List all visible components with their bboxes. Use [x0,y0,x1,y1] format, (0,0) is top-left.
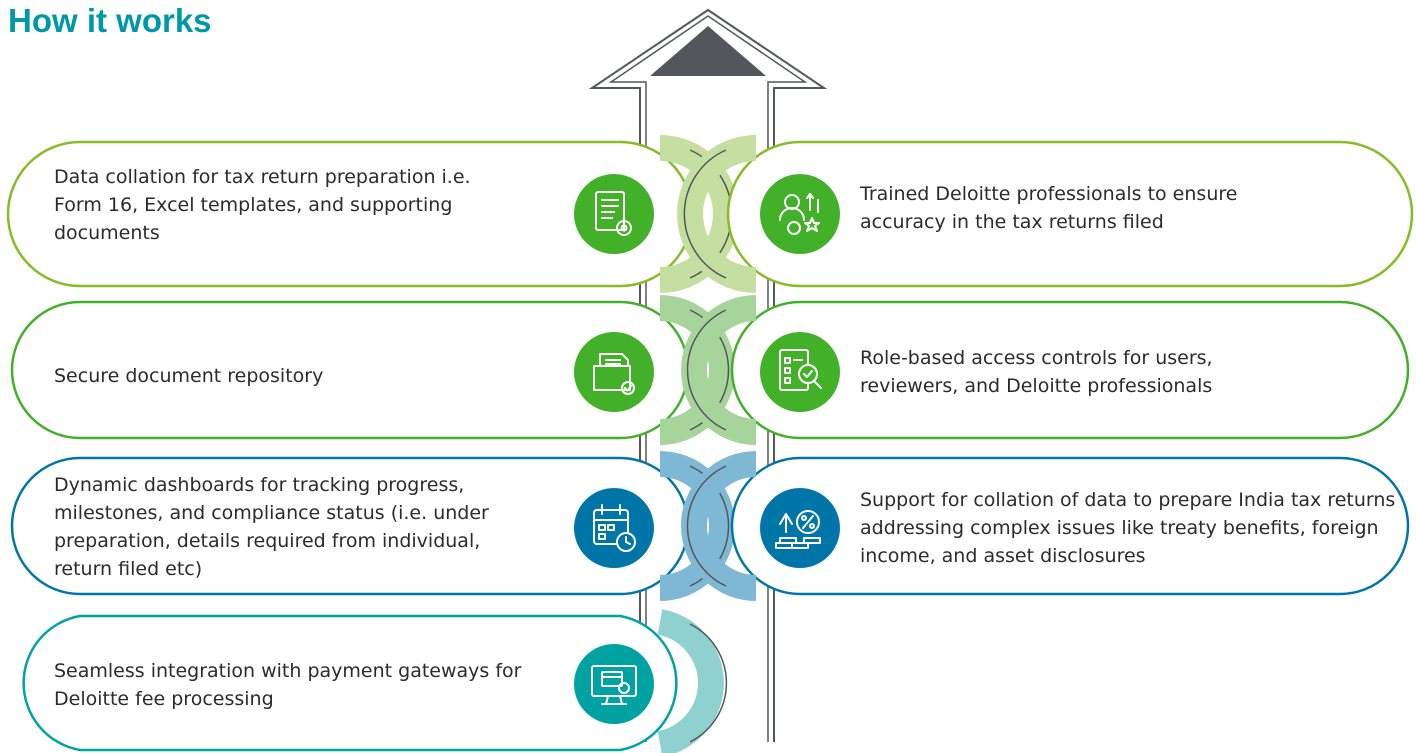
arrow-outline [588,8,828,742]
left-item-2-text: Secure document repository [54,365,324,387]
right-item-1-text: Trained Deloitte professionals to ensure… [860,183,1238,233]
document-search-icon [779,349,822,391]
up-arrow [588,8,828,742]
arrow-outline-inner [608,15,808,742]
left-item-3-text: Dynamic dashboards for tracking progress… [54,474,489,580]
calendar-clock-icon [593,504,636,552]
right-pill-2 [681,295,1410,445]
monitor-payment-icon [591,665,637,705]
left-item-4-text: Seamless integration with payment gatewa… [54,660,522,710]
left-item-1-text: Data collation for tax return preparatio… [54,166,471,244]
arrow-head [650,26,766,76]
percent-coins-icon [775,510,821,549]
professional-gear-star-icon [779,193,820,235]
right-item-2-text: Role-based access controls for users, re… [860,347,1213,397]
right-pill-1 [677,135,1414,293]
left-pill-4 [22,609,728,753]
right-item-3-text: Support for collation of data to prepare… [860,489,1396,567]
page-title: How it works [8,2,212,39]
secure-folder-icon [593,353,635,395]
left-pill-2 [10,295,735,445]
document-gear-icon [595,191,632,236]
left-pill-1 [6,135,739,293]
